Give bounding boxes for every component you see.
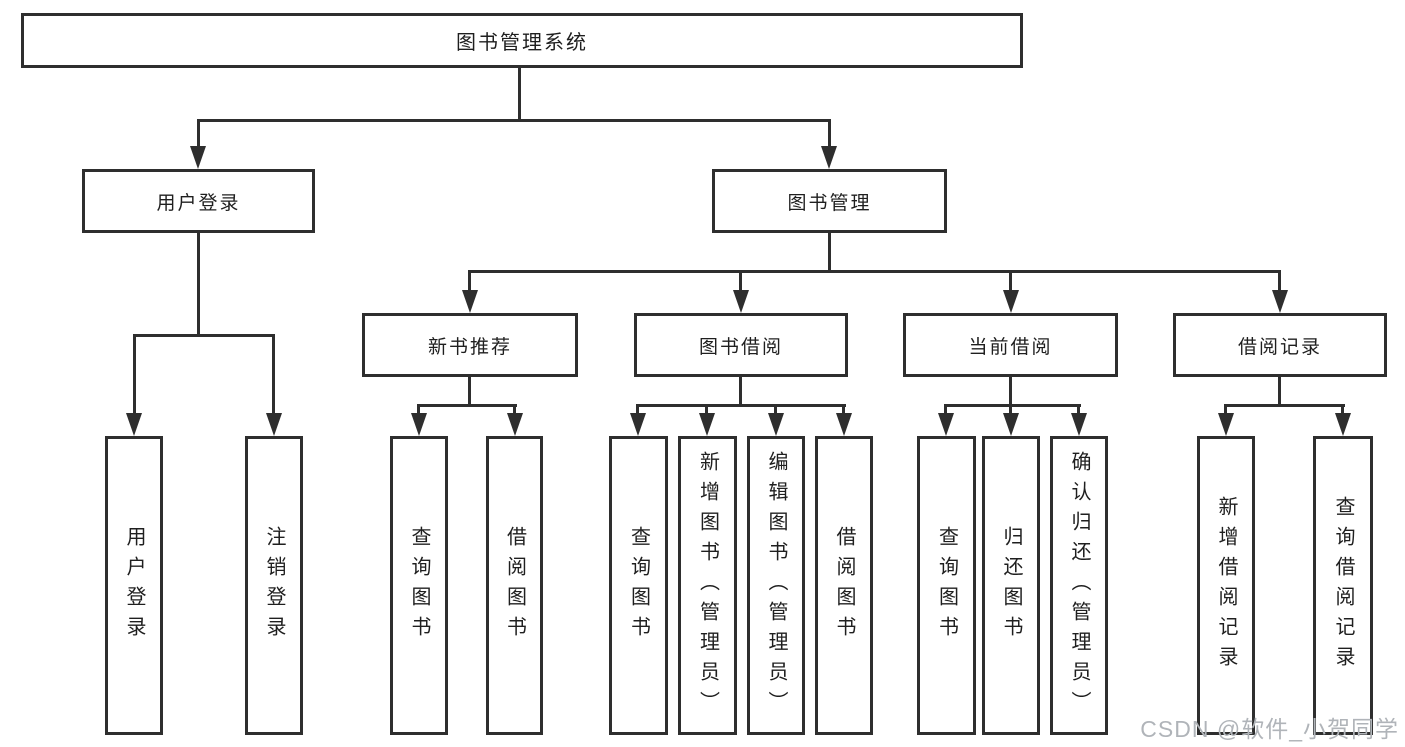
- connector-line: [417, 404, 517, 407]
- connector-line: [468, 270, 1281, 273]
- leaf-query-borrow-record: 查询借阅记录: [1313, 436, 1373, 735]
- connector-line: [197, 119, 200, 149]
- node-borrowing-records: 借阅记录: [1173, 313, 1387, 377]
- leaf-add-borrow-record: 新增借阅记录: [1197, 436, 1255, 735]
- arrow-down: [733, 290, 749, 313]
- arrow-down: [630, 413, 646, 436]
- leaf-confirm-return-admin: 确认归还（管理员）: [1050, 436, 1108, 735]
- node-new-book-recommend: 新书推荐: [362, 313, 578, 377]
- connector-line: [197, 119, 831, 122]
- connector-line: [842, 404, 845, 416]
- leaf-label: 确认归还（管理员）: [1068, 450, 1090, 721]
- connector-line: [1224, 404, 1345, 407]
- arrow-down: [1272, 290, 1288, 313]
- leaf-query-books-borrowing: 查询图书: [609, 436, 668, 735]
- connector-line: [944, 404, 947, 416]
- leaf-label: 借阅图书: [833, 525, 855, 646]
- node-label: 借阅记录: [1237, 336, 1322, 358]
- arrow-down: [1071, 413, 1087, 436]
- node-current-borrowing: 当前借阅: [903, 313, 1118, 377]
- connector-line: [1009, 377, 1012, 407]
- leaf-logout: 注销登录: [245, 436, 303, 735]
- leaf-label: 查询图书: [627, 525, 650, 646]
- connector-line: [272, 334, 275, 416]
- connector-line: [513, 404, 516, 416]
- leaf-label: 新增借阅记录: [1215, 495, 1237, 676]
- leaf-label: 查询图书: [935, 525, 958, 646]
- connector-line: [1009, 270, 1012, 294]
- connector-line: [1278, 377, 1281, 407]
- node-label: 图书管理: [787, 192, 872, 214]
- arrow-down: [507, 413, 523, 436]
- connector-line: [705, 404, 708, 416]
- arrow-down: [1335, 413, 1351, 436]
- arrow-down: [699, 413, 715, 436]
- node-label: 图书管理系统: [456, 32, 588, 54]
- connector-line: [1077, 404, 1080, 416]
- arrow-down: [1218, 413, 1234, 436]
- arrow-down: [768, 413, 784, 436]
- leaf-edit-books-admin: 编辑图书（管理员）: [747, 436, 805, 735]
- leaf-query-books-recommend: 查询图书: [390, 436, 448, 735]
- arrow-down: [126, 413, 142, 436]
- node-label: 用户登录: [156, 192, 241, 214]
- node-label: 新书推荐: [427, 336, 512, 358]
- arrow-down: [938, 413, 954, 436]
- node-book-borrowing: 图书借阅: [634, 313, 848, 377]
- node-label: 当前借阅: [968, 336, 1053, 358]
- arrow-down: [1003, 413, 1019, 436]
- arrow-down: [836, 413, 852, 436]
- connector-line: [636, 404, 846, 407]
- leaf-add-books-admin: 新增图书（管理员）: [678, 436, 737, 735]
- csdn-watermark: CSDN @软件_小贺同学: [1140, 716, 1399, 742]
- leaf-label: 借阅图书: [503, 525, 526, 646]
- arrow-down: [1003, 290, 1019, 313]
- leaf-borrow-books: 借阅图书: [815, 436, 873, 735]
- leaf-label: 编辑图书（管理员）: [765, 450, 787, 721]
- leaf-label: 注销登录: [263, 525, 285, 646]
- connector-line: [774, 404, 777, 416]
- leaf-user-login: 用户登录: [105, 436, 163, 735]
- leaf-label: 查询图书: [408, 525, 430, 646]
- arrow-down: [411, 413, 427, 436]
- connector-line: [1009, 404, 1012, 416]
- node-book-management: 图书管理: [712, 169, 947, 233]
- connector-line: [739, 270, 742, 294]
- leaf-label: 新增图书（管理员）: [696, 450, 719, 721]
- leaf-label: 查询借阅记录: [1332, 495, 1354, 676]
- connector-line: [1224, 404, 1227, 416]
- connector-line: [739, 377, 742, 407]
- leaf-return-books: 归还图书: [982, 436, 1040, 735]
- leaf-borrow-books-recommend: 借阅图书: [486, 436, 543, 735]
- connector-line: [828, 119, 831, 149]
- connector-line: [133, 334, 275, 337]
- connector-line: [417, 404, 420, 416]
- connector-line: [1341, 404, 1344, 416]
- connector-line: [197, 233, 200, 337]
- node-label: 图书借阅: [698, 336, 783, 358]
- arrow-down: [190, 146, 206, 169]
- arrow-down: [821, 146, 837, 169]
- connector-line: [468, 270, 471, 294]
- leaf-label: 用户登录: [123, 525, 145, 646]
- leaf-query-books-current: 查询图书: [917, 436, 976, 735]
- connector-line: [1278, 270, 1281, 294]
- arrow-down: [266, 413, 282, 436]
- arrow-down: [462, 290, 478, 313]
- connector-line: [944, 404, 1081, 407]
- connector-line: [636, 404, 639, 416]
- connector-line: [518, 68, 521, 122]
- connector-line: [468, 377, 471, 407]
- leaf-label: 归还图书: [1000, 525, 1022, 646]
- node-root-library-system: 图书管理系统: [21, 13, 1023, 68]
- connector-line: [133, 334, 136, 416]
- node-user-login: 用户登录: [82, 169, 315, 233]
- connector-line: [828, 233, 831, 273]
